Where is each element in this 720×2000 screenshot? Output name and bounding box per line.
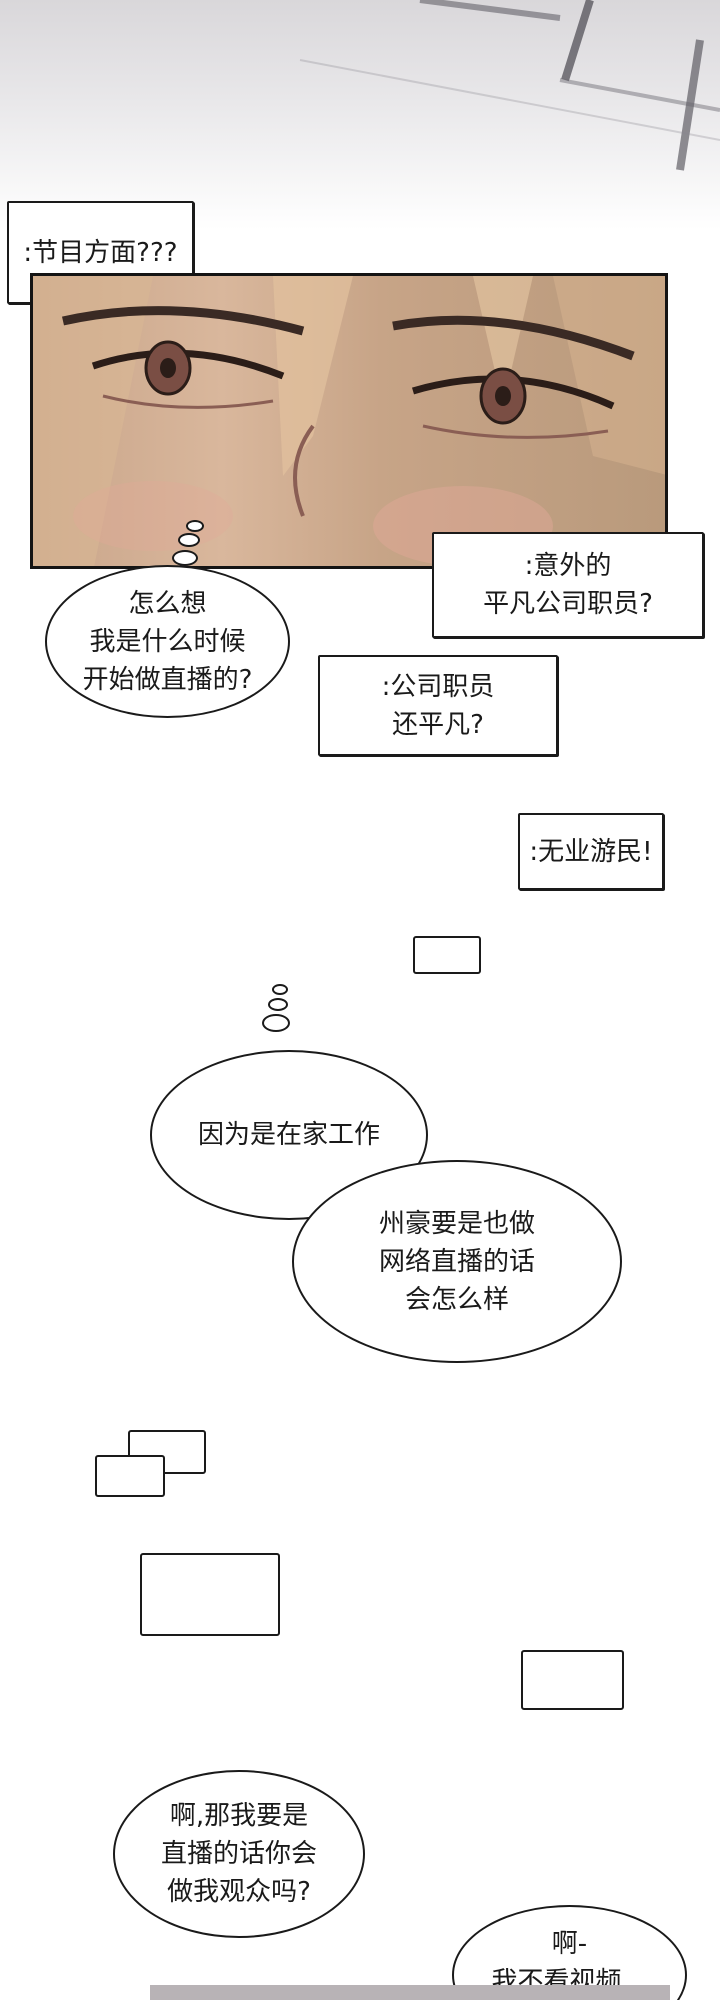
bubble-line: 做我观众吗? (167, 1877, 311, 1907)
caption-unexpected-line1: :意外的 (524, 551, 612, 581)
bubble-line: 直播的话你会 (160, 1839, 317, 1869)
empty-caption-box (413, 936, 481, 974)
bubble-line: 因为是在家工作 (197, 1120, 380, 1150)
thought-bubble-when-stream: 怎么想 我是什么时候 开始做直播的? (45, 565, 290, 718)
bubble-line: 会怎么样 (404, 1284, 509, 1315)
ceiling-illustration (299, 0, 720, 171)
caption-program-text: :节目方面??? (23, 237, 178, 268)
next-panel-edge (150, 1985, 670, 2000)
thought-bubble-home-work: 因为是在家工作 (150, 1050, 428, 1220)
caption-jobless: :无业游民! (518, 813, 664, 890)
caption-unexpected: :意外的 平凡公司职员? (432, 532, 704, 638)
empty-caption-box (521, 1650, 624, 1710)
eye-closeup-panel (30, 273, 668, 569)
speech-bubble-viewer: 啊,那我要是 直播的话你会 做我观众吗? (113, 1770, 365, 1938)
caption-employee-line2: 还平凡? (392, 709, 484, 740)
bubble-line: 啊,那我要是 (169, 1801, 309, 1831)
caption-jobless-text: :无业游民! (529, 836, 653, 867)
caption-employee: :公司职员 还平凡? (318, 655, 558, 756)
bubble-line: 州豪要是也做 (378, 1208, 535, 1239)
caption-employee-line1: :公司职员 (381, 671, 495, 702)
speech-bubble-reply: 啊- 我不看视频… (452, 1905, 687, 2000)
thought-dot (268, 998, 288, 1011)
empty-caption-box (95, 1455, 165, 1497)
bubble-line: 我是什么时候 (89, 626, 246, 657)
top-scene-panel (0, 0, 720, 230)
empty-caption-box (140, 1553, 280, 1636)
thought-bubble-zhouhao: 州豪要是也做 网络直播的话 会怎么样 (292, 1160, 622, 1363)
eye-closeup-illustration (33, 276, 665, 566)
caption-unexpected-line2: 平凡公司职员? (483, 589, 653, 619)
bubble-line: 网络直播的话 (378, 1246, 535, 1277)
bubble-line: 啊- (551, 1929, 588, 1959)
thought-dot (178, 533, 200, 547)
thought-dot (172, 550, 198, 566)
thought-dot (186, 520, 204, 532)
thought-dot (262, 1014, 290, 1032)
bubble-line: 怎么想 (128, 588, 207, 619)
bubble-line: 开始做直播的? (82, 664, 253, 695)
thought-dot (272, 984, 288, 995)
